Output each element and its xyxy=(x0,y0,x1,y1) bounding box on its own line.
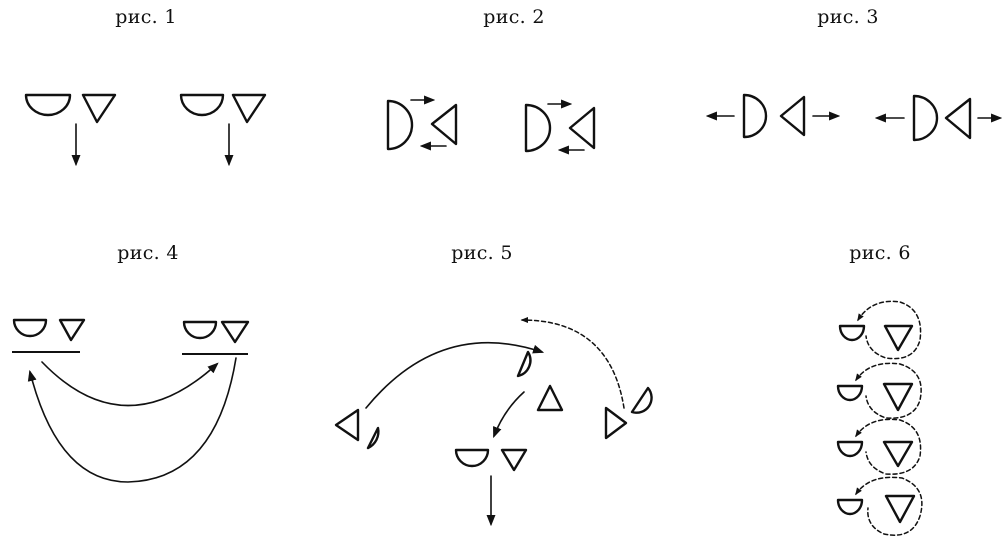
figure-5-caption: рис. 5 xyxy=(451,242,513,264)
figure-2-pair-left xyxy=(386,95,458,151)
figure-5-pair-bottom xyxy=(454,448,528,527)
figure-6-row-4 xyxy=(836,476,923,536)
arc-arrow-outer xyxy=(27,357,237,483)
half-circle-icon xyxy=(524,103,552,153)
figure-3-diagram xyxy=(705,93,1003,142)
figure-1-pair-left xyxy=(24,93,117,167)
triangle-icon xyxy=(334,408,360,442)
triangle-icon xyxy=(58,318,86,342)
half-circle-icon xyxy=(386,99,414,151)
figure-5-diagram xyxy=(334,317,653,527)
half-circle-icon xyxy=(836,440,864,458)
triangle-icon xyxy=(430,103,458,146)
triangle-icon xyxy=(882,382,914,412)
figure-2-diagram xyxy=(386,95,596,155)
figure-2-pair-right xyxy=(524,99,596,155)
arc-arrow-inner xyxy=(41,361,219,407)
half-circle-icon xyxy=(516,350,532,378)
triangle-icon xyxy=(536,384,564,412)
figure-4-caption: рис. 4 xyxy=(117,242,179,264)
figure-3-caption: рис. 3 xyxy=(817,6,879,28)
half-circle-icon xyxy=(182,320,218,340)
figure-4-pair-left xyxy=(12,318,86,353)
half-circle-icon xyxy=(24,93,72,117)
half-circle-icon xyxy=(838,324,866,342)
figure-6-caption: рис. 6 xyxy=(849,242,911,264)
triangle-icon xyxy=(604,406,628,440)
figure-6-diagram xyxy=(836,300,923,536)
dashed-arc-right-to-top xyxy=(520,317,625,409)
figure-1-pair-right xyxy=(179,93,267,167)
figure-4-pair-right xyxy=(182,320,250,355)
figure-4-diagram xyxy=(12,318,250,483)
triangle-icon xyxy=(884,494,916,524)
figure-6-row-3 xyxy=(836,418,922,475)
triangle-icon xyxy=(944,97,972,140)
figure-1-diagram xyxy=(24,93,267,167)
half-circle-icon xyxy=(742,93,768,139)
triangle-icon xyxy=(568,106,596,150)
triangle-icon xyxy=(81,93,117,124)
figure-5-pair-start xyxy=(334,408,380,450)
half-circle-icon xyxy=(179,93,225,117)
triangle-icon xyxy=(883,324,914,352)
figure-3-pair-left xyxy=(705,93,841,139)
half-circle-icon xyxy=(836,384,864,402)
arrow-top-to-bottom xyxy=(493,391,525,439)
half-circle-icon xyxy=(630,386,653,414)
dashed-loop xyxy=(857,300,922,360)
triangle-icon xyxy=(882,440,914,468)
arc-arrow-start-to-top xyxy=(365,341,545,409)
triangle-icon xyxy=(231,93,267,124)
half-circle-icon xyxy=(836,498,864,516)
figure-2-caption: рис. 2 xyxy=(483,6,545,28)
half-circle-icon xyxy=(454,448,490,468)
figure-1-caption: рис. 1 xyxy=(115,6,177,28)
dashed-loop xyxy=(855,476,923,536)
half-circle-icon xyxy=(912,94,939,142)
dashed-loop xyxy=(855,362,922,419)
triangle-icon xyxy=(220,320,250,344)
figure-5-pair-top xyxy=(516,350,564,412)
half-circle-icon xyxy=(366,426,380,450)
figure-3-pair-right xyxy=(874,94,1003,142)
figure-6-row-2 xyxy=(836,362,922,419)
figure-6-row-1 xyxy=(838,300,922,360)
dashed-loop xyxy=(855,418,922,475)
half-circle-icon xyxy=(12,318,48,338)
triangle-icon xyxy=(779,95,806,137)
triangle-icon xyxy=(500,448,528,472)
figure-5-pair-right xyxy=(604,386,653,440)
